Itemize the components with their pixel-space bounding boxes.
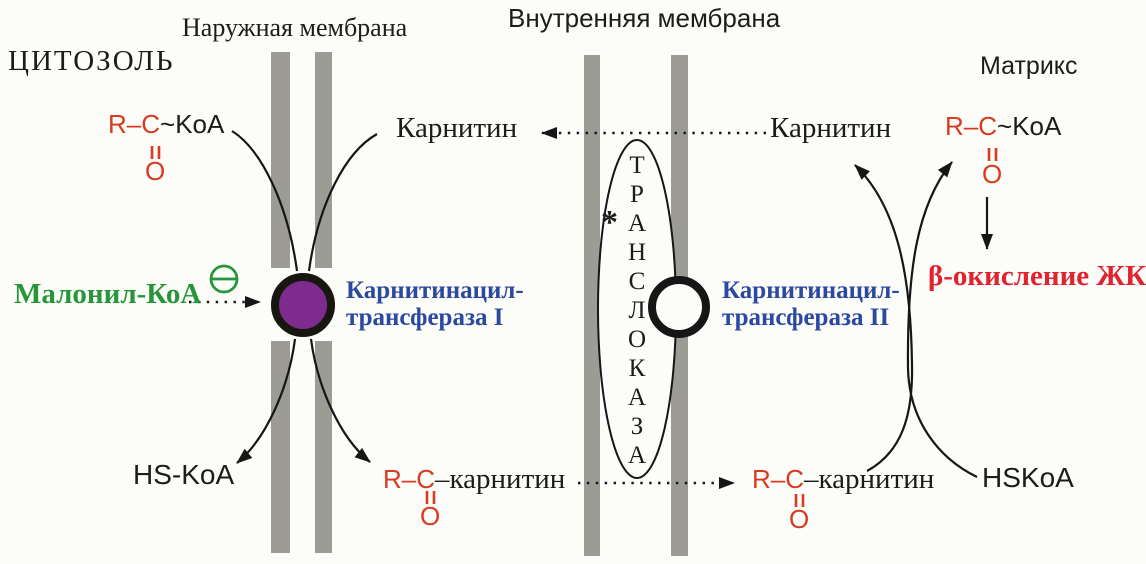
translocase-label: Т Р А Н С Л О К А З А xyxy=(618,151,656,470)
translocase-letter: Т xyxy=(629,152,645,179)
carnitine-matrix-label: Карнитин xyxy=(770,112,892,144)
acyl-group: R–C xyxy=(383,464,436,494)
cat2-label: Карнитинацил- трансфераза II xyxy=(722,277,900,331)
inner-membrane-bar xyxy=(584,55,600,556)
inner-membrane-label: Внутренняя мембрана xyxy=(508,3,781,33)
carnitine-group: –карнитин xyxy=(804,463,935,495)
acyl-group: R–C xyxy=(108,109,161,139)
acyl-carnitine-right-formula: R–C–карнитин xyxy=(752,464,934,494)
cytosol-label: ЦИТОЗОЛЬ xyxy=(8,45,175,77)
acyl-group: R–C xyxy=(752,464,805,494)
translocase-letter: Р xyxy=(630,181,644,208)
acyl-carnitine-left-formula: R–C–карнитин xyxy=(383,464,565,494)
curve-cat2-to-acylcoa xyxy=(906,161,978,478)
outer-membrane-bar xyxy=(315,52,332,268)
beta-oxidation-label: β-окисление ЖК xyxy=(928,260,1146,292)
cat2-label-line2: трансфераза II xyxy=(722,304,890,331)
curve-cat1-to-hscoa xyxy=(236,338,297,464)
translocase-letter: А xyxy=(627,210,647,237)
outer-membrane-bar xyxy=(315,341,332,553)
acyl-coa-matrix-formula: R–C~KoA xyxy=(945,111,1062,141)
translocase-letter: Н xyxy=(627,239,647,266)
coa-group: ~KoA xyxy=(160,109,225,139)
carnitine-group: –карнитин xyxy=(435,463,566,495)
cat1-label-line2: трансфераза I xyxy=(346,304,504,331)
double-bond-icon xyxy=(150,146,998,507)
oxygen-atom: O xyxy=(420,501,441,531)
cat1-label: Карнитинацил- трансфераза I xyxy=(346,277,524,331)
translocase-letter: З xyxy=(630,413,644,440)
cat2-label-line1: Карнитинацил- xyxy=(722,277,900,304)
translocase-footnote-marker: * xyxy=(601,204,618,241)
translocase-letter: А xyxy=(627,442,647,469)
carnitine-cytosol-label: Карнитин xyxy=(396,112,518,144)
outer-membrane-label: Наружная мембрана xyxy=(182,13,408,42)
curve-cat2-to-carnitine xyxy=(854,164,914,472)
translocase-letter: О xyxy=(627,326,647,353)
curve-cat1-to-acylcarnitine xyxy=(309,338,371,463)
translocase-letter: С xyxy=(628,268,646,295)
curve-acylcoa-to-cat1 xyxy=(231,130,299,272)
translocase-letter: К xyxy=(628,355,646,382)
oxygen-atom: O xyxy=(145,156,166,186)
acyl-group: R–C xyxy=(945,111,998,141)
hs-coa-cytosol-label: HS-KoA xyxy=(133,459,235,490)
translocase-letter: Л xyxy=(628,297,646,324)
cat1-label-line1: Карнитинацил- xyxy=(346,277,524,304)
translocase-letter: А xyxy=(627,384,647,411)
cat2-circle xyxy=(648,276,710,338)
matrix-label: Матрикс xyxy=(980,52,1078,80)
cat1-circle xyxy=(271,273,335,337)
outer-membrane-bar xyxy=(271,52,290,268)
outer-membrane-bar xyxy=(271,341,290,553)
oxygen-atom: O xyxy=(982,159,1003,189)
coa-group: ~KoA xyxy=(997,111,1062,141)
oxygen-atom: O xyxy=(789,504,810,534)
hs-coa-matrix-label: HSKoA xyxy=(982,462,1074,493)
malonyl-coa-label: Малонил-КоА xyxy=(14,278,202,310)
curve-carnitine-to-cat1 xyxy=(307,133,378,272)
acyl-coa-cytosol-formula: R–C~KoA xyxy=(108,109,225,139)
inhibition-icon xyxy=(209,264,239,294)
